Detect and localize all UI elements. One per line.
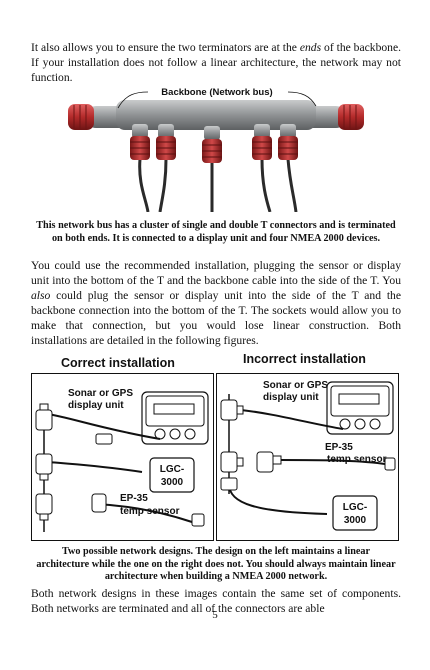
incorrect-diagram: LGC- 3000 Sonar or GPS display unit EP-3…: [216, 373, 399, 541]
callout-box: [146, 85, 288, 99]
right-display-label-1: Sonar or GPS: [263, 380, 328, 391]
left-sensor-label-2: temp sensor: [120, 506, 180, 517]
left-display-label-2: display unit: [68, 400, 124, 411]
correct-diagram: LGC- 3000 Sonar or GPS display unit EP-3…: [31, 373, 214, 541]
callout-line-left: [117, 91, 149, 109]
right-sensor-label-1: EP-35: [325, 442, 353, 453]
left-device-label-1: LGC-: [160, 464, 184, 475]
left-sensor-label-1: EP-35: [120, 493, 148, 504]
backbone-photo: Backbone (Network bus): [66, 84, 366, 213]
left-heading: Correct installation: [61, 356, 175, 370]
right-device-label-2: 3000: [344, 515, 367, 526]
emphasis-ends: ends: [299, 41, 322, 54]
display-unit: [141, 391, 209, 445]
closing-paragraph: Both network designs in these images con…: [31, 587, 401, 615]
photo-caption: This network bus has a cluster of single…: [36, 220, 396, 244]
backbone-illustration: Backbone (Network bus): [68, 85, 364, 213]
incorrect-diagram-drawing: LGC- 3000 Sonar or GPS display unit EP-3…: [220, 380, 396, 531]
right-sensor-label-2: temp sensor: [327, 454, 387, 465]
correct-diagram-drawing: LGC- 3000 Sonar or GPS display unit EP-3…: [35, 388, 209, 532]
left-device-label-2: 3000: [161, 477, 184, 488]
backbone-callout: Backbone (Network bus): [161, 87, 272, 98]
left-display-label-1: Sonar or GPS: [68, 388, 133, 399]
right-device-label-1: LGC-: [343, 502, 367, 513]
lgc-3000-box: [332, 495, 378, 531]
right-display-label-2: display unit: [263, 392, 319, 403]
lgc-3000-box: [149, 457, 195, 493]
display-unit: [326, 381, 394, 435]
body-paragraph: You could use the recommended installati…: [31, 259, 401, 347]
right-heading: Incorrect installation: [243, 352, 366, 366]
diagram-caption: Two possible network designs. The design…: [36, 546, 396, 582]
intro-paragraph: It also allows you to ensure the two ter…: [31, 41, 402, 84]
page-number: 5: [212, 609, 218, 621]
callout-line-right: [287, 91, 317, 107]
